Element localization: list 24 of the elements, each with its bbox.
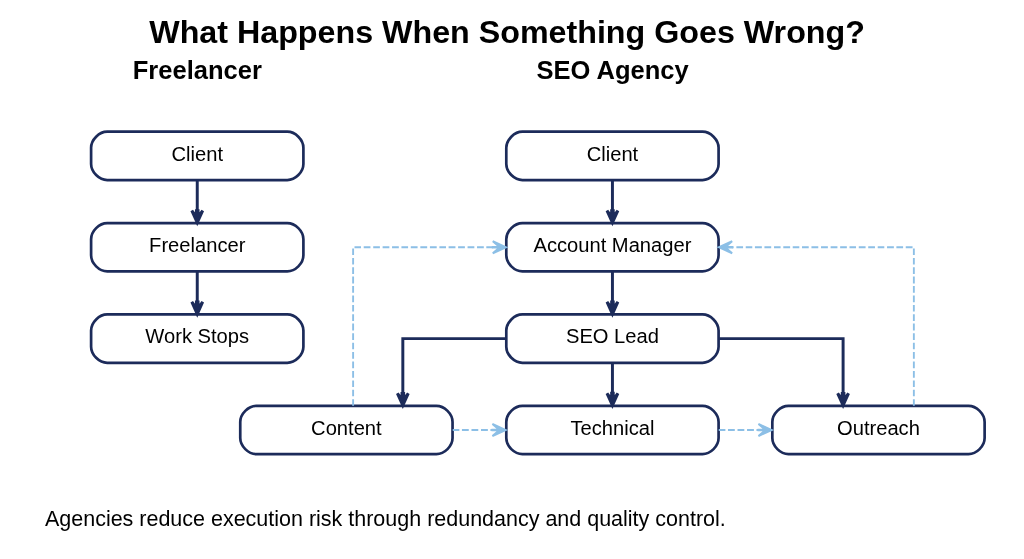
node-box: Content <box>238 404 454 456</box>
node-box: Technical <box>504 404 720 456</box>
arrow <box>717 240 915 407</box>
node-box: Freelancer <box>89 221 305 273</box>
node-box: Outreach <box>771 404 986 456</box>
arrow <box>451 423 507 437</box>
node-box: Work Stops <box>89 313 305 365</box>
diagram-title: What Happens When Something Goes Wrong? <box>149 14 865 51</box>
arrow <box>717 423 773 437</box>
node-box: Account Manager <box>504 221 720 273</box>
node-box: Client <box>504 130 720 182</box>
arrow <box>190 180 205 225</box>
arrow <box>352 240 508 407</box>
arrow <box>718 337 850 407</box>
arrow <box>395 337 506 407</box>
node-box: SEO Lead <box>504 313 720 365</box>
arrow <box>605 180 620 225</box>
arrow <box>605 271 620 316</box>
caption: Agencies reduce execution risk through redundancy and quality control. <box>44 507 726 532</box>
node-box: Client <box>89 130 305 182</box>
arrow <box>190 271 205 316</box>
arrow <box>605 363 620 407</box>
label: SEO Agency <box>536 55 689 84</box>
label: Freelancer <box>132 55 262 84</box>
